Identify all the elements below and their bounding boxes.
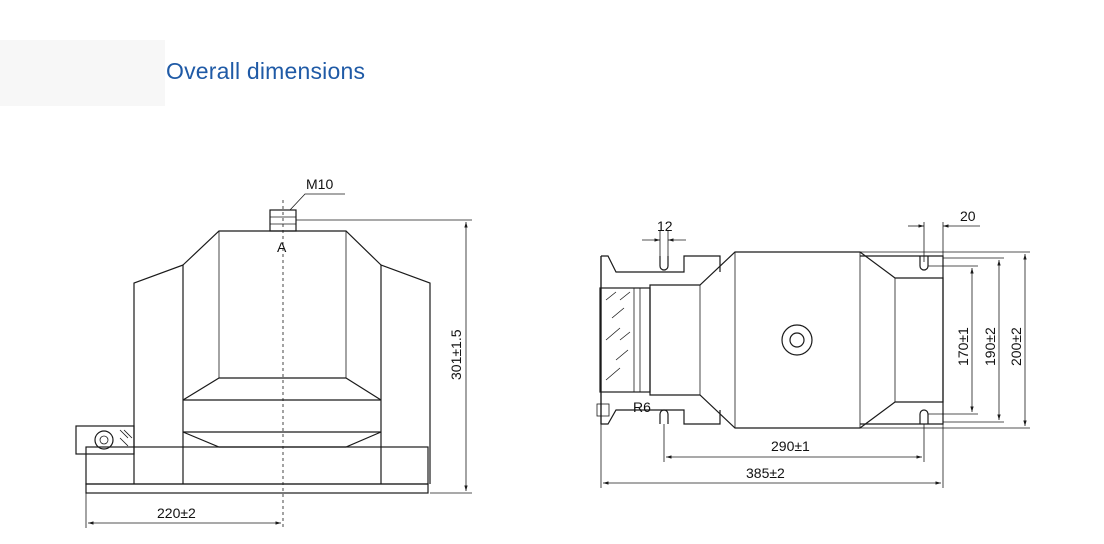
mid-height-dimension: 190±2 xyxy=(982,327,998,366)
slot-bottom-left xyxy=(659,409,669,424)
base-plate-right xyxy=(860,255,944,425)
front-view: M10 A 301±1.5 220±2 xyxy=(75,176,472,528)
left-wing xyxy=(133,264,184,484)
thread-label: M10 xyxy=(306,176,333,192)
body-waist xyxy=(182,431,382,448)
top-view: R6 12 20 170±1 190±2 200±2 290±1 xyxy=(596,208,1030,488)
outer-height-dimension: 200±2 xyxy=(1008,327,1024,366)
slot-top-left xyxy=(659,256,669,271)
radius-label: R6 xyxy=(633,399,651,415)
title-background xyxy=(0,40,165,106)
transformer-body xyxy=(649,251,944,429)
right-wing xyxy=(380,264,431,484)
base-plate-outline xyxy=(600,255,721,425)
hole-spacing-dimension: 290±1 xyxy=(771,438,810,454)
slot-width-dimension: 12 xyxy=(657,218,673,234)
height-dimension: 301±1.5 xyxy=(448,329,464,380)
slot-offset-dimension: 20 xyxy=(960,208,976,224)
terminal-box xyxy=(75,425,135,455)
center-terminal xyxy=(781,324,813,356)
base-band xyxy=(85,446,429,485)
inner-height-dimension: 170±1 xyxy=(955,327,971,366)
slot-bottom-right xyxy=(919,409,929,424)
page-title: Overall dimensions xyxy=(166,58,366,84)
overall-length-dimension: 385±2 xyxy=(746,465,785,481)
body-shoulder xyxy=(182,377,382,401)
terminal-bolt xyxy=(94,430,114,450)
half-width-dimension: 220±2 xyxy=(157,505,196,521)
base-plate xyxy=(85,483,429,494)
terminal-block xyxy=(599,287,651,393)
point-a-label: A xyxy=(277,239,287,255)
